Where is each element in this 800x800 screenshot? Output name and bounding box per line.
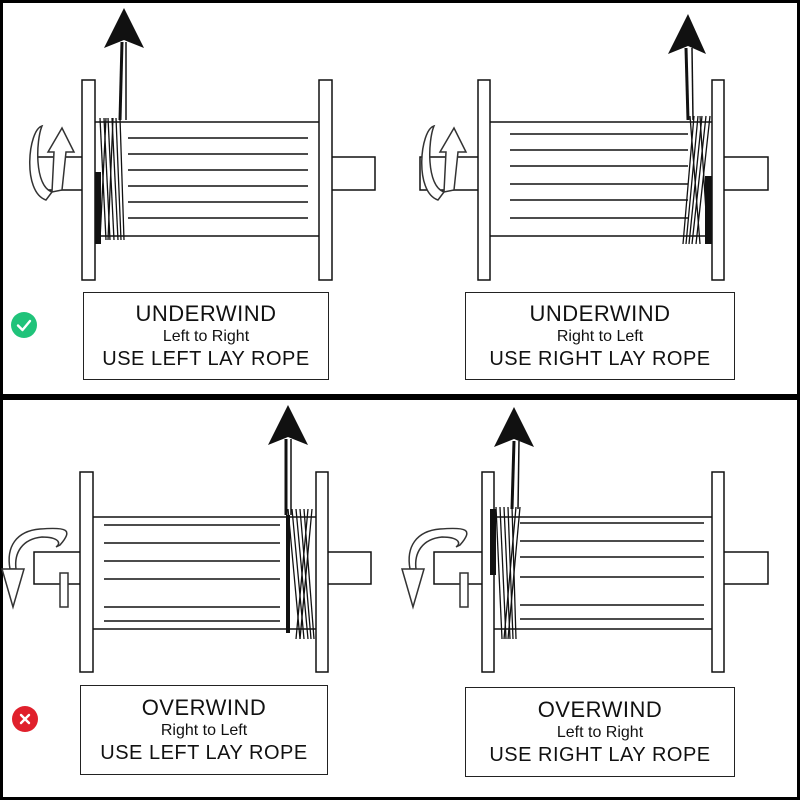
wind-direction-label: Right to Left [160, 722, 248, 739]
rope-lay-label: USE RIGHT LAY ROPE [489, 348, 711, 370]
drum-underwind-right-to-left [419, 14, 769, 281]
rotation-arrow-icon [421, 124, 468, 201]
drum-overwind-left-to-right [401, 407, 769, 673]
rotation-arrow-icon [401, 527, 469, 610]
wind-type-label: UNDERWIND [529, 301, 671, 326]
drum-overwind-right-to-left [1, 405, 372, 673]
rope-lay-label: USE RIGHT LAY ROPE [489, 744, 711, 766]
rope-wraps [490, 506, 521, 640]
label-box-bottom-left: OVERWIND Right to Left USE LEFT LAY ROPE [80, 685, 328, 775]
check-icon [11, 312, 37, 338]
incorrect-status-badge [12, 706, 38, 732]
label-box-bottom-right: OVERWIND Left to Right USE RIGHT LAY ROP… [465, 687, 735, 777]
wind-type-label: OVERWIND [537, 697, 663, 722]
rope-wraps [286, 508, 315, 640]
rope-lead-arrow [494, 407, 534, 510]
label-box-top-right: UNDERWIND Right to Left USE RIGHT LAY RO… [465, 292, 735, 380]
cross-icon [12, 706, 38, 732]
rope-wraps [682, 115, 712, 245]
rotation-arrow-icon [29, 124, 76, 201]
wind-direction-label: Left to Right [162, 328, 250, 345]
correct-status-badge [11, 312, 37, 338]
rope-wraps [95, 117, 125, 244]
rope-lead-arrow [268, 405, 308, 515]
wind-direction-label: Right to Left [556, 328, 644, 345]
drum-underwind-left-to-right [29, 8, 376, 281]
rotation-arrow-icon [1, 527, 69, 610]
rope-lead-arrow [104, 8, 144, 121]
wind-type-label: UNDERWIND [135, 301, 277, 326]
wind-type-label: OVERWIND [141, 695, 267, 720]
rope-lead-arrow [668, 14, 706, 121]
rope-lay-label: USE LEFT LAY ROPE [102, 348, 310, 370]
rope-lay-label: USE LEFT LAY ROPE [100, 742, 308, 764]
wind-direction-label: Left to Right [556, 724, 644, 741]
label-box-top-left: UNDERWIND Left to Right USE LEFT LAY ROP… [83, 292, 329, 380]
